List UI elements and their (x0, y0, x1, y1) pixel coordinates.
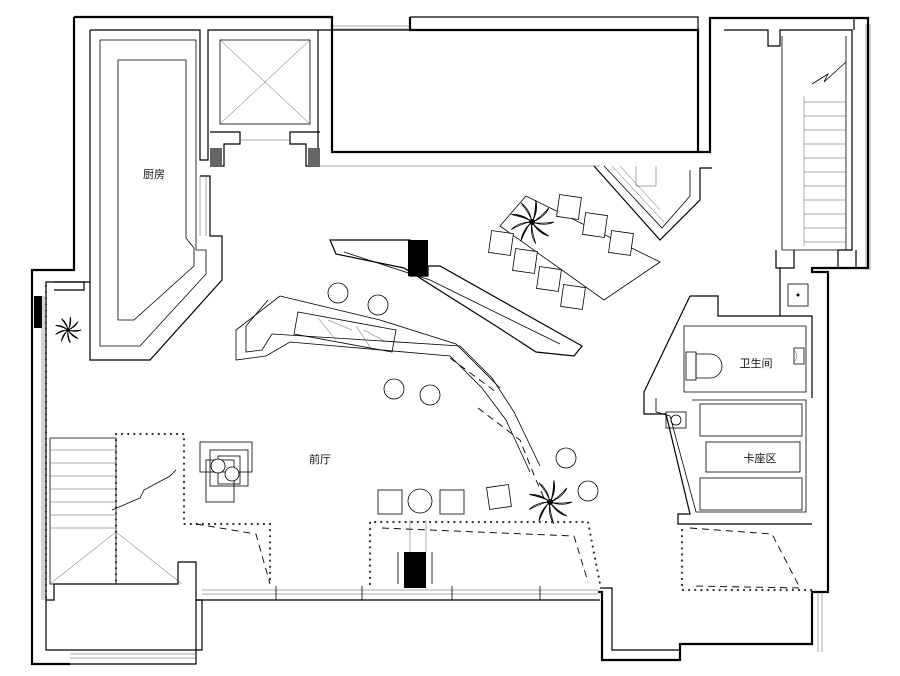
plant-leaf (67, 321, 79, 331)
square-tables (199, 441, 253, 503)
plant-center (547, 499, 553, 505)
plant-leaf (511, 213, 533, 223)
plant-leaf (67, 329, 79, 339)
plant-leaf (67, 329, 71, 344)
plant-leaf (67, 329, 82, 332)
plant-leaf (538, 482, 551, 503)
plant-leaf (520, 221, 533, 242)
plant-icon (511, 200, 555, 244)
plant-leaf (548, 501, 555, 524)
room-label-front-hall: 前厅 (309, 452, 331, 466)
plant-leaf (549, 487, 568, 503)
kitchen (89, 39, 223, 361)
plant-leaf (55, 329, 69, 335)
plant-icon (529, 480, 573, 524)
restroom-area (643, 268, 813, 525)
plant-center (529, 219, 535, 225)
plant-leaf (531, 200, 538, 223)
long-table (488, 194, 661, 310)
plant-leaf (61, 318, 69, 331)
top-window (332, 24, 871, 270)
front-seats (377, 484, 512, 515)
plant-leaf (529, 493, 551, 503)
bar-stools (327, 282, 599, 502)
plant-center (66, 328, 70, 332)
room-label-restroom: 卫生间 (740, 356, 773, 370)
plant-leaf (531, 207, 550, 223)
bar-counter (235, 239, 583, 499)
booth-area (680, 403, 823, 652)
plant-leaf (520, 202, 533, 223)
plant-leaf (549, 501, 573, 505)
room-label-booth-area: 卡座区 (744, 451, 777, 465)
plant-leaf (529, 501, 551, 510)
plant-leaf (61, 329, 69, 342)
top-room (318, 29, 600, 167)
plant-leaf (511, 221, 533, 230)
plant-leaf (549, 501, 568, 517)
plant-leaf (549, 480, 556, 503)
plant-leaf (67, 316, 72, 331)
plant-leaf (531, 221, 550, 237)
plant-leaf (538, 501, 551, 522)
room-label-kitchen: 厨房 (143, 168, 165, 181)
elevator-shaft (210, 39, 320, 167)
service-stair (593, 165, 712, 241)
entrance-area (368, 520, 602, 588)
left-window (34, 281, 85, 602)
bottom-front (46, 561, 680, 665)
staircase-left (49, 432, 272, 586)
staircase-right (775, 36, 857, 269)
plant-leaf (531, 221, 555, 225)
plant-leaf (530, 221, 537, 244)
plant-leaf (55, 325, 69, 331)
outer-walls (30, 15, 870, 666)
plant-icon (55, 316, 82, 344)
